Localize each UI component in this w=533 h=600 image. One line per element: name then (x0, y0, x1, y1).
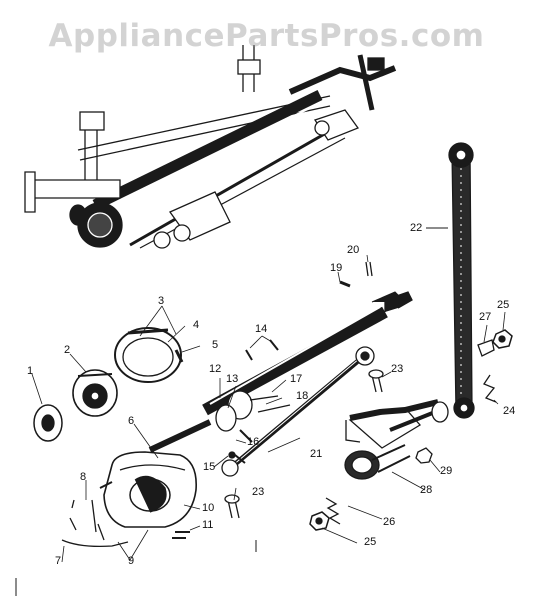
callout-5: 5 (212, 339, 219, 351)
callout-29: 29 (440, 465, 453, 477)
callout-23b: 23 (252, 486, 265, 498)
callout-14: 14 (255, 323, 268, 335)
callout-7: 7 (55, 555, 62, 567)
callout-17: 17 (290, 373, 303, 385)
callout-27: 27 (479, 311, 492, 323)
callout-25a: 25 (497, 299, 510, 311)
callout-9: 9 (128, 555, 135, 567)
watermark: AppliancePartsPros.com (48, 18, 485, 54)
callout-20: 20 (347, 244, 360, 256)
callout-12: 12 (209, 363, 222, 375)
callout-2: 2 (64, 344, 71, 356)
callout-23a: 23 (391, 363, 404, 375)
callout-10: 10 (202, 502, 215, 514)
callout-11: 11 (202, 519, 214, 531)
callout-3: 3 (158, 295, 165, 307)
callout-16: 16 (247, 436, 260, 448)
assembled-shaft-view (24, 45, 397, 249)
callout-4: 4 (193, 319, 200, 331)
callout-18: 18 (296, 390, 309, 402)
callout-13: 13 (226, 373, 239, 385)
callout-26: 26 (383, 516, 396, 528)
callout-22: 22 (410, 222, 423, 234)
callout-28: 28 (420, 484, 433, 496)
callout-15: 15 (203, 461, 216, 473)
callout-25b: 25 (364, 536, 377, 548)
callout-6: 6 (128, 415, 135, 427)
callout-21: 21 (310, 448, 323, 460)
exploded-view (15, 142, 513, 596)
callout-8: 8 (80, 471, 87, 483)
callout-24: 24 (503, 405, 516, 417)
callout-1: 1 (27, 365, 34, 377)
callout-19: 19 (330, 262, 343, 274)
